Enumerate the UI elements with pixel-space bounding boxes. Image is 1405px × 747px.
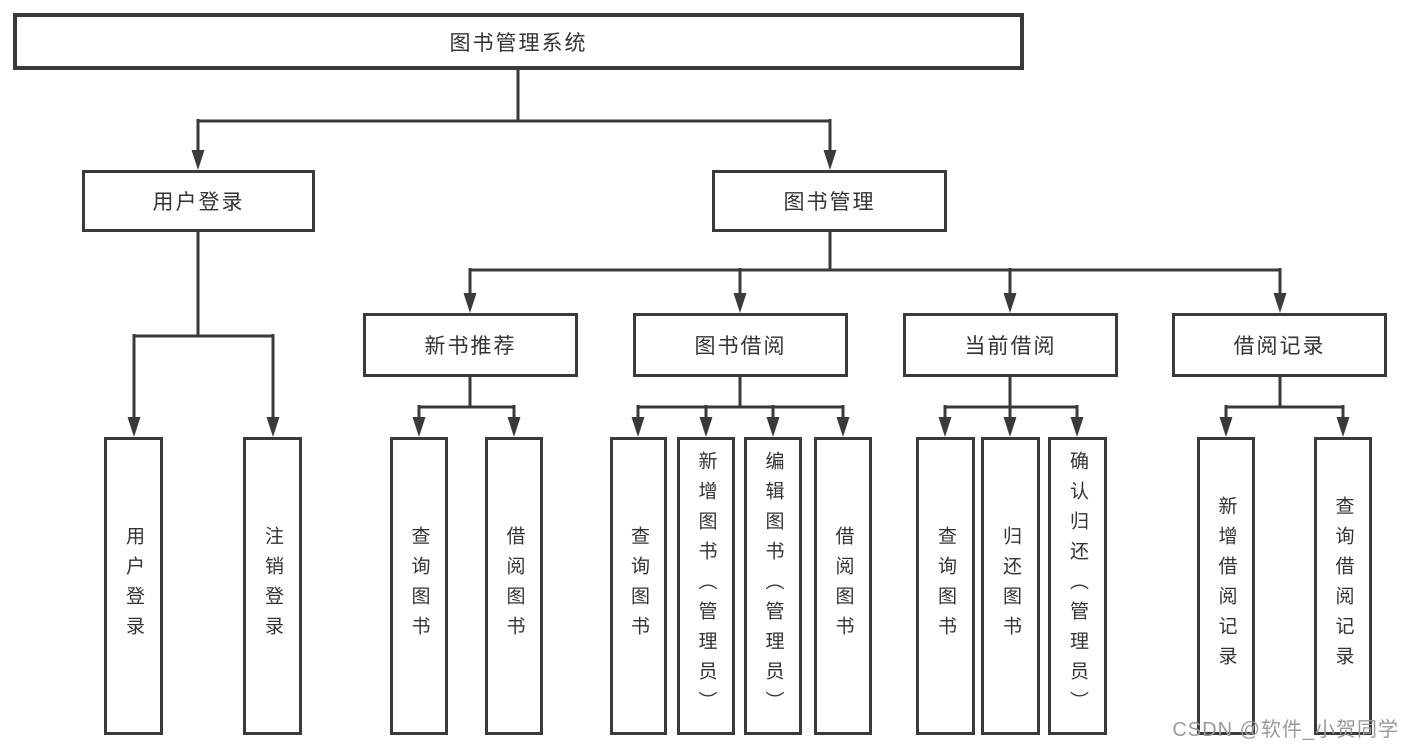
- leaf-edit-books-admin-label: 编辑图书（管理员）: [762, 451, 784, 721]
- leaf-borrow-query-books: 查询图书: [610, 437, 667, 735]
- leaf-current-query-books-label: 查询图书: [935, 526, 956, 646]
- node-new-book-recommendation-label: 新书推荐: [424, 335, 517, 358]
- leaf-logout: 注销登录: [243, 437, 302, 735]
- node-current-borrowing-label: 当前借阅: [964, 335, 1057, 358]
- leaf-newbook-query-books: 查询图书: [390, 437, 448, 735]
- leaf-borrow-books: 借阅图书: [814, 437, 872, 735]
- node-user-login-label: 用户登录: [152, 191, 245, 214]
- leaf-newbook-query-books-label: 查询图书: [408, 526, 430, 646]
- node-book-management-label: 图书管理: [783, 191, 876, 214]
- leaf-return-books: 归还图书: [981, 437, 1040, 735]
- node-book-borrowing-label: 图书借阅: [694, 335, 787, 358]
- leaf-confirm-return-admin: 确认归还（管理员）: [1048, 437, 1107, 735]
- csdn-watermark: CSDN @软件_小贺同学: [1172, 719, 1399, 741]
- leaf-add-books-admin-label: 新增图书（管理员）: [695, 451, 717, 721]
- leaf-add-borrow-record: 新增借阅记录: [1197, 437, 1255, 735]
- leaf-user-login: 用户登录: [104, 437, 163, 735]
- node-system-root: 图书管理系统: [13, 13, 1024, 70]
- node-new-book-recommendation: 新书推荐: [363, 313, 578, 377]
- leaf-borrow-books-label: 借阅图书: [832, 526, 854, 646]
- leaf-user-login-label: 用户登录: [123, 526, 144, 646]
- node-user-login: 用户登录: [82, 170, 315, 232]
- leaf-newbook-borrow-books: 借阅图书: [485, 437, 543, 735]
- leaf-confirm-return-admin-label: 确认归还（管理员）: [1067, 451, 1088, 721]
- leaf-query-borrow-record-label: 查询借阅记录: [1332, 496, 1354, 676]
- leaf-logout-label: 注销登录: [262, 526, 283, 646]
- leaf-borrow-query-books-label: 查询图书: [628, 526, 649, 646]
- leaf-add-books-admin: 新增图书（管理员）: [677, 437, 735, 735]
- node-borrowing-records: 借阅记录: [1172, 313, 1387, 377]
- leaf-newbook-borrow-books-label: 借阅图书: [503, 526, 525, 646]
- leaf-query-borrow-record: 查询借阅记录: [1314, 437, 1372, 735]
- leaf-current-query-books: 查询图书: [916, 437, 975, 735]
- leaf-return-books-label: 归还图书: [1000, 526, 1021, 646]
- leaf-edit-books-admin: 编辑图书（管理员）: [744, 437, 802, 735]
- node-book-borrowing: 图书借阅: [633, 313, 848, 377]
- node-current-borrowing: 当前借阅: [903, 313, 1118, 377]
- node-system-root-label: 图书管理系统: [449, 31, 588, 55]
- node-book-management: 图书管理: [712, 170, 947, 232]
- node-borrowing-records-label: 借阅记录: [1233, 335, 1326, 358]
- leaf-add-borrow-record-label: 新增借阅记录: [1215, 496, 1237, 676]
